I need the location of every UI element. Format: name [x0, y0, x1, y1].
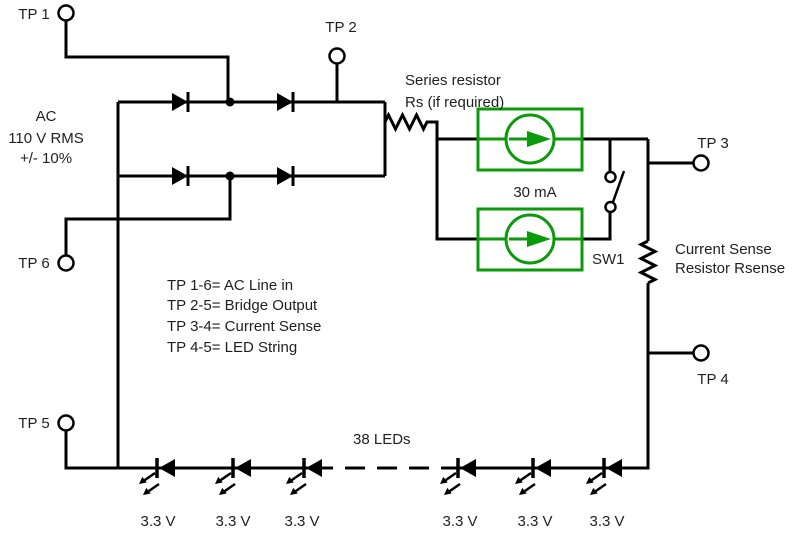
wire-tp1-to-bridge — [64, 21, 230, 102]
tp4-label: TP 4 — [697, 371, 728, 388]
wire-main-right-lower — [451, 283, 650, 470]
led-5-voltage-label: 3.3 V — [517, 513, 552, 530]
tp5-terminal — [57, 414, 75, 432]
led-4-voltage-label: 3.3 V — [442, 513, 477, 530]
sense-resistor-zigzag — [637, 239, 659, 285]
led-string — [137, 456, 624, 497]
labels: TP 1 TP 2 TP 3 TP 4 TP 5 TP 6 AC 110 V R… — [8, 6, 785, 530]
tp1-label: TP 1 — [18, 6, 49, 23]
ac-source-label-line1: AC — [36, 108, 57, 125]
wire-series-resistor-branch — [383, 111, 478, 241]
series-resistor-label-line1: Series resistor — [405, 72, 501, 89]
test-points — [57, 4, 710, 432]
tp6-terminal — [57, 254, 75, 272]
led-1-voltage-label: 3.3 V — [140, 513, 175, 530]
led-3-voltage-label: 3.3 V — [284, 513, 319, 530]
current-source-2-arrow-head — [527, 231, 551, 247]
legend-line-3: TP 3-4= Current Sense — [167, 318, 321, 335]
diode-top-right-triangle — [277, 93, 293, 111]
tp4-terminal — [692, 344, 710, 362]
wire-switch-to-current-source-2 — [583, 212, 612, 241]
sense-resistor-label-line2: Resistor Rsense — [675, 260, 785, 277]
current-source-rating-label: 30 mA — [513, 184, 556, 201]
sense-resistor-rsense — [637, 239, 659, 285]
tp2-terminal — [328, 47, 346, 65]
switch-contact-bottom — [604, 200, 617, 214]
current-source-2-box — [476, 207, 584, 272]
switch-contact-top — [604, 170, 617, 184]
junction-dot-bottom — [225, 171, 235, 181]
switch-blade — [611, 170, 626, 203]
led-4 — [438, 456, 478, 497]
tp6-label: TP 6 — [18, 255, 49, 272]
series-resistor-label-line2: Rs (if required) — [405, 94, 504, 111]
legend-line-2: TP 2-5= Bridge Output — [167, 297, 318, 314]
tp2-label: TP 2 — [325, 19, 356, 36]
sense-resistor-label-line1: Current Sense — [675, 241, 772, 258]
switch-label: SW1 — [592, 251, 625, 268]
diode-top-left-triangle — [172, 93, 188, 111]
current-source-2 — [476, 207, 584, 272]
tp3-terminal — [692, 154, 710, 172]
led-1 — [137, 456, 177, 497]
junction-dot-top — [225, 97, 235, 107]
tp5-label: TP 5 — [18, 415, 49, 432]
led-3 — [284, 456, 324, 497]
ac-source-label-line2: 110 V RMS — [8, 130, 84, 147]
wires — [64, 21, 694, 470]
legend-line-1: TP 1-6= AC Line in — [167, 277, 293, 294]
led-6 — [584, 456, 624, 497]
wire-tp5-to-led-row — [64, 430, 333, 470]
tp3-label: TP 3 — [697, 135, 728, 152]
wire-bridge-to-tp6 — [64, 176, 232, 256]
current-source-1 — [476, 107, 584, 172]
current-source-1-box — [476, 107, 584, 172]
diode-bottom-right-triangle — [277, 167, 293, 185]
led-6-voltage-label: 3.3 V — [589, 513, 624, 530]
diode-bottom-left-triangle — [172, 167, 188, 185]
led-5 — [513, 456, 553, 497]
led-count-label: 38 LEDs — [353, 431, 411, 448]
current-source-1-arrow-head — [527, 131, 551, 147]
switch-sw1 — [604, 170, 626, 214]
led-2-voltage-label: 3.3 V — [215, 513, 250, 530]
tp1-terminal — [57, 4, 75, 22]
ac-source-label-line3: +/- 10% — [20, 150, 72, 167]
legend-line-4: TP 4-5= LED String — [167, 339, 297, 356]
led-2 — [213, 456, 253, 497]
bridge-rectifier — [172, 92, 295, 186]
